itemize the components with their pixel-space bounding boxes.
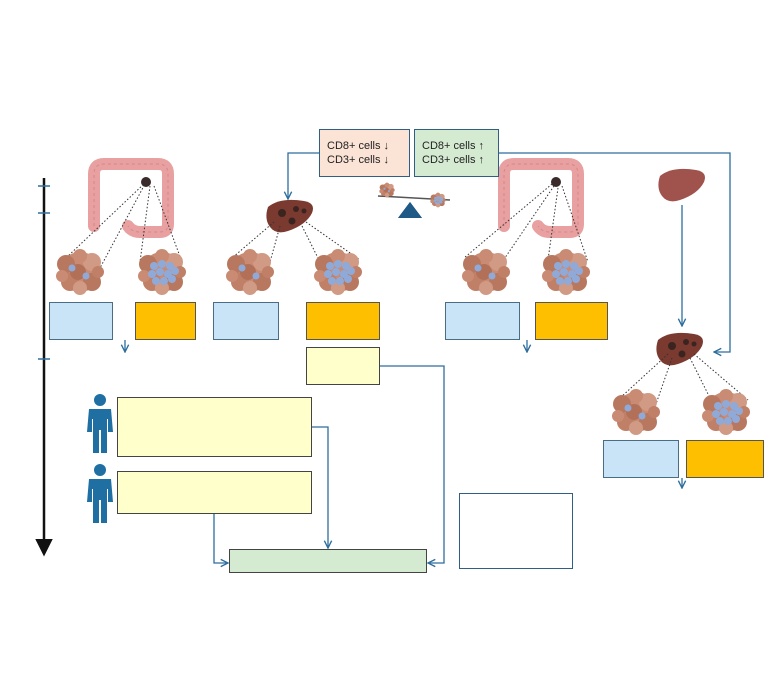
panel-colon-1 [56, 164, 186, 295]
cd3-low-label: CD3+ cells ↓ [327, 154, 390, 166]
legend-box [459, 493, 573, 569]
immune-cell-icon [542, 249, 590, 295]
panel-liver-1 [226, 199, 362, 295]
panel-colon-2 [462, 164, 590, 295]
person-icon [87, 464, 113, 523]
immune-high-box: CD8+ cells ↑ CD3+ cells ↑ [414, 129, 499, 177]
tumor-cell-icon [226, 249, 274, 295]
cd8-low-label: CD8+ cells ↓ [327, 140, 390, 152]
panel-liver-2 [612, 168, 750, 435]
flow-arrows [125, 152, 731, 563]
liver-icon [266, 199, 313, 233]
colon-icon [94, 164, 168, 232]
panel2-low-box [213, 302, 279, 340]
zoom-lines [463, 183, 589, 269]
tumor-cell-icon [462, 249, 510, 295]
cd8-high-label: CD8+ cells ↑ [422, 140, 485, 152]
panel4-low-box [603, 440, 679, 478]
panel4-high-box [686, 440, 764, 478]
colon-icon [504, 164, 578, 232]
immune-cell-icon [702, 389, 750, 435]
zoom-lines [65, 181, 183, 269]
immune-cell-icon [138, 249, 186, 295]
balance-scale-icon [377, 182, 451, 218]
tumor-cell-icon [612, 389, 660, 435]
immune-low-box: CD8+ cells ↓ CD3+ cells ↓ [319, 129, 410, 177]
result-box [229, 549, 427, 573]
liver-icon [658, 168, 705, 202]
patient-box-2 [117, 471, 312, 514]
panel3-low-box [445, 302, 520, 340]
cd3-high-label: CD3+ cells ↑ [422, 154, 485, 166]
panel3-high-box [535, 302, 608, 340]
immune-cell-icon [314, 249, 362, 295]
panel1-low-box [49, 302, 113, 340]
timeline [35, 178, 53, 557]
tumor-cell-icon [56, 249, 104, 295]
outcome-box [306, 347, 380, 385]
person-icon [87, 394, 113, 453]
zoom-lines [231, 221, 361, 263]
zoom-lines [619, 353, 749, 405]
patient-box-1 [117, 397, 312, 457]
panel1-high-box [135, 302, 196, 340]
liver-metastasis-icon [656, 332, 703, 366]
panel2-high-box [306, 302, 380, 340]
